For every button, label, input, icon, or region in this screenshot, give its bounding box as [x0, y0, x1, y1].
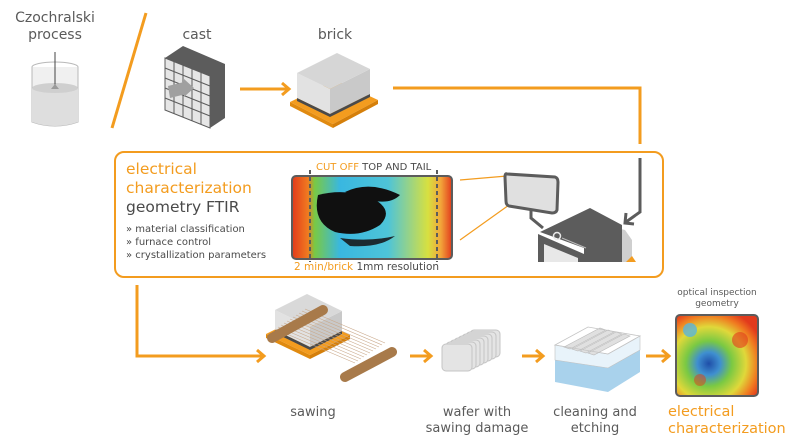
final-label-line2: characterization	[668, 421, 786, 437]
scan-header: CUT OFF TOP AND TAIL	[316, 162, 431, 173]
brick-label: brick	[317, 27, 353, 43]
sawing-label: sawing	[290, 405, 336, 420]
wafer-stack-icon	[441, 329, 501, 372]
separator-slash	[110, 12, 148, 129]
inspection-title-line1: electrical	[126, 160, 197, 178]
arrow-wafer-to-cleaning	[522, 348, 546, 364]
zoom-line-top	[459, 175, 508, 181]
connector-brick-to-box	[393, 86, 642, 144]
czochralski-label-line1: Czochralski	[15, 10, 95, 26]
wire-saw-icon	[266, 294, 397, 382]
zoom-line-bottom	[459, 204, 510, 241]
scan-header-rest: TOP AND TAIL	[362, 162, 432, 173]
cleaning-label-line2: etching	[570, 421, 620, 436]
cast-block-icon	[164, 46, 225, 129]
bullet-item: » crystallization parameters	[126, 250, 267, 261]
czochralski-label: Czochralski process	[10, 10, 100, 44]
arrow-sawing-to-wafer	[410, 348, 434, 364]
brick-icon	[290, 53, 378, 128]
arrow-into-device	[625, 158, 642, 224]
scan-footer: 2 min/brick 1mm resolution	[294, 261, 439, 273]
wafer-label-line2: sawing damage	[425, 421, 529, 436]
cast-label: cast	[182, 27, 212, 43]
etching-bath-icon	[553, 326, 642, 392]
arrow-box-to-sawing	[135, 285, 267, 364]
arrow-cast-to-brick	[240, 81, 292, 97]
inspection-device-icon	[459, 158, 642, 262]
crucible-icon	[31, 52, 79, 127]
bullet-item: » material classification	[126, 224, 245, 235]
inspection-text: electrical characterization geometry FTI…	[126, 160, 266, 262]
scan-footer-highlight: 2 min/brick	[294, 261, 354, 273]
brick-scan-map-icon	[291, 170, 453, 262]
bullet-item: » furnace control	[126, 237, 212, 248]
inspection-box	[114, 151, 664, 278]
wafer-label-line1: wafer with	[442, 405, 512, 420]
scan-footer-rest: 1mm resolution	[356, 261, 440, 273]
scan-header-highlight: CUT OFF	[316, 162, 359, 173]
cleaning-label-line1: cleaning and	[553, 405, 637, 420]
wafer-map-icon	[675, 314, 759, 397]
final-label-line1: electrical	[668, 404, 735, 420]
inspection-title-line2: characterization	[126, 179, 252, 197]
arrow-cleaning-to-final	[646, 348, 672, 364]
final-label: electrical characterization	[668, 404, 786, 438]
optical-caption: optical inspection geometry	[662, 288, 772, 310]
inspection-title-line3: geometry FTIR	[126, 198, 240, 216]
wafer-label: wafer with sawing damage	[422, 405, 532, 437]
optical-caption-line1: optical inspection	[677, 288, 757, 298]
cleaning-label: cleaning and etching	[545, 405, 645, 437]
czochralski-label-line2: process	[28, 27, 82, 43]
optical-caption-line2: geometry	[695, 299, 739, 309]
